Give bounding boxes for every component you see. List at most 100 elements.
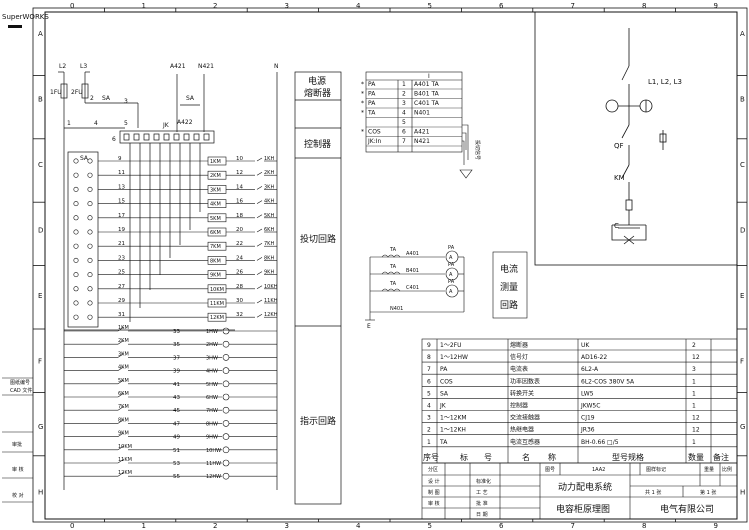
sa-contact [87,272,93,278]
mid-number: 32 [236,312,243,318]
col-label-bottom: 4 [356,522,361,530]
row-label-left: G [38,423,43,431]
ind-number: 45 [173,408,180,414]
row-label-right: G [740,423,745,431]
node-6: 6 [112,136,116,143]
jk-right-label: N401 [414,110,430,117]
sa-contact [87,300,93,306]
node-3: 3 [124,98,128,105]
bom-h-code1: 标 [460,452,468,462]
jk-terminal-number: 7 [402,138,406,145]
jk-left-label: TA [367,110,376,117]
tb-design: 设 计 [428,478,440,485]
ind-km-label: 10KM [118,444,132,450]
ct-pa: PA [448,245,455,251]
kh-contact [256,285,263,290]
row-label-right: A [740,30,745,38]
label-n421: N421 [198,63,214,70]
sa-contact [87,286,93,292]
jk-star: * [361,91,364,98]
bom-spec: 6L2-A [581,366,599,373]
ind-number: 39 [173,369,180,375]
kh-label: 9KH [264,270,274,276]
km-aux-contact [117,392,125,398]
section-controller: 控制器 [304,138,331,150]
ind-number: 53 [173,461,180,467]
sa-contact [87,314,93,320]
row-label-left: A [38,30,43,38]
km-aux-contact [117,379,125,385]
label-jk: JK [162,122,170,129]
hw-label: 11HW [206,461,221,467]
jk-terminal-number: 2 [402,91,406,98]
bom-qty: 1 [692,403,696,410]
sa-contact [73,257,79,263]
bom-h-note: 备注 [713,452,729,462]
bom-no: 8 [427,354,431,361]
control-wiring [58,71,278,490]
bom-code: JK [439,403,447,410]
km-aux-contact [117,432,125,437]
jk-right-label: A401 TA [414,81,440,88]
tb-drawing-no-label: 图号 [545,467,555,473]
left-block-b: CAD 文件 [10,388,33,394]
kh-contact [256,214,263,219]
node-5: 5 [124,120,128,127]
tb-sheet-total: 共 1 张 [645,489,661,496]
col-label-bottom: 3 [285,522,289,530]
km-label: 4KM [210,202,221,208]
sa-contact [73,300,79,306]
kh-label: 8KH [264,255,274,261]
mid-number: 26 [236,270,243,276]
km-label: 10KM [210,287,224,293]
sa-row-number: 15 [118,199,125,205]
col-label-top: 8 [642,2,646,10]
mid-number: 16 [236,199,243,205]
sa-contact [87,229,93,235]
kh-label: 12KH [264,312,278,318]
row-label-left: B [38,96,43,104]
bom-qty: 1 [692,378,696,385]
bom-name: 控制器 [510,402,528,410]
col-label-top: 5 [428,2,432,10]
bom-h-spec: 型号规格 [612,452,644,462]
jk-terminal-number: 5 [402,119,406,126]
ind-km-label: 11KM [118,457,132,463]
jk-left-label: PA [368,91,376,98]
col-label-top: 7 [571,2,575,10]
jk-output-arrow [459,124,473,179]
row-label-left: D [38,227,43,235]
col-label-bottom: 2 [213,522,217,530]
hw-label: 10HW [206,448,221,454]
mid-number: 24 [236,255,243,261]
bom-qty: 12 [692,354,700,361]
label-sa-top: SA [102,95,111,102]
sa-row-number: 9 [118,156,122,162]
col-label-top: 2 [213,2,217,10]
ct-ta: TA [389,264,397,270]
km-aux-contact [117,326,125,332]
bom-h-no: 序号 [423,452,439,462]
ct-wire-label: A401 [406,251,419,257]
indicator-lamp [222,367,230,374]
sa-row-number: 31 [118,312,125,318]
bom-code: 1～12HW [440,354,468,361]
tb-drawing-name: 电容柜原理图 [556,503,610,515]
bom-no: 3 [427,415,431,422]
indicator-lamp [222,420,230,427]
indicator-lamp [222,406,230,414]
kh-contact [256,200,263,204]
sa-contact [87,158,93,164]
jk-left-label: JK:In [367,138,381,145]
col-label-top: 1 [142,2,146,10]
current-measurement-circuit [365,251,528,321]
ct-ta: TA [389,281,397,287]
kh-contact [256,313,263,318]
sa-contact [73,158,79,164]
bom-name: 电流互感器 [510,438,540,446]
hw-label: 3HW [206,355,218,361]
ct-n401: N401 [390,306,403,312]
sa-contact [87,257,93,263]
tb-drawing-no: 1AA2 [592,467,605,473]
row-label-right: E [740,292,744,300]
